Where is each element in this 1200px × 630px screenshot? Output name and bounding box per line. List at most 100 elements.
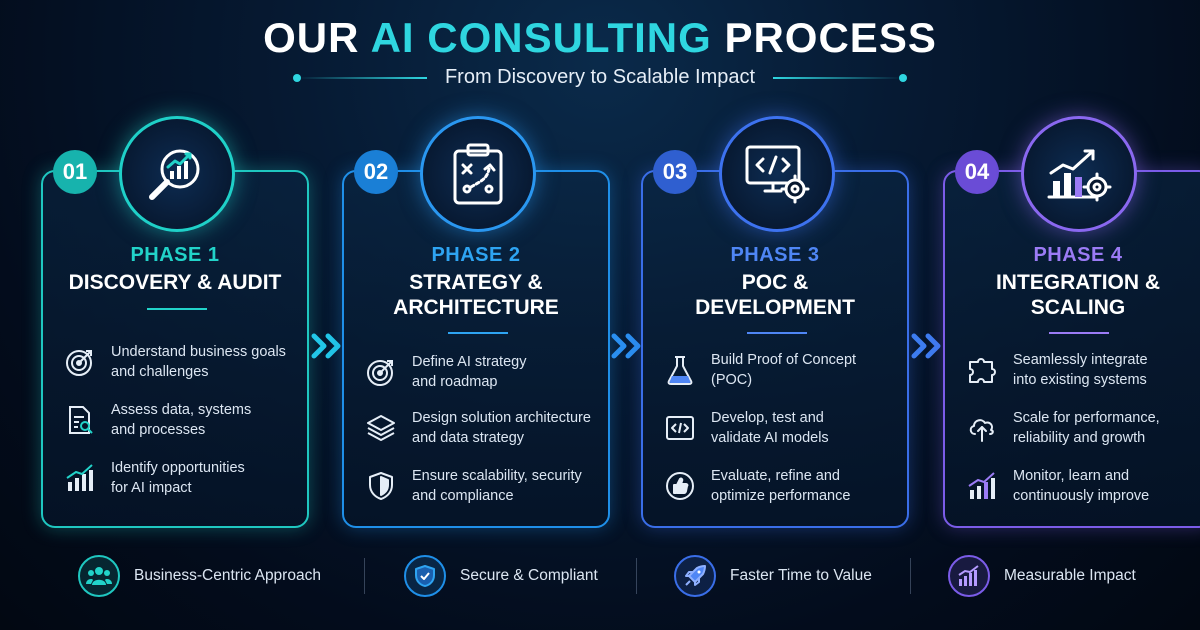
- list-item: Develop, test and validate AI models: [663, 408, 903, 448]
- item-text-line2: optimize performance: [711, 488, 851, 504]
- target-icon: [364, 355, 398, 389]
- document-search-icon: [63, 403, 97, 437]
- footer-badge-secure: Secure & Compliant: [404, 548, 598, 604]
- phase-title-line1: STRATEGY &: [409, 271, 543, 294]
- list-item: Build Proof of Concept (POC): [663, 350, 903, 390]
- page-subtitle: From Discovery to Scalable Impact: [444, 66, 756, 88]
- bar-chart-growth-icon: [965, 469, 999, 503]
- phase-number-badge: 04: [955, 150, 999, 194]
- list-item: Scale for performance, reliability and gr…: [965, 408, 1200, 448]
- growth-gear-icon: [1021, 116, 1137, 232]
- footer-badges: Business-Centric Approach Secure & Compl…: [0, 548, 1200, 604]
- footer-badge-faster: Faster Time to Value: [674, 548, 872, 604]
- phase-title-line2: ARCHITECTURE: [393, 296, 559, 319]
- item-text-line2: reliability and growth: [1013, 430, 1146, 446]
- footer-badge-business: Business-Centric Approach: [78, 548, 321, 604]
- list-item: Understand business goals and challenges: [63, 342, 303, 382]
- phase-divider: [448, 332, 508, 334]
- phase-title: DISCOVERY & AUDIT: [43, 270, 307, 295]
- footer-badge-label: Measurable Impact: [1004, 567, 1136, 584]
- phase-number-badge: 02: [354, 150, 398, 194]
- item-text-line2: for AI impact: [111, 480, 192, 496]
- item-text-line2: validate AI models: [711, 430, 829, 446]
- phase-label: PHASE 1: [130, 244, 220, 266]
- item-text-line1: Understand business goals: [111, 344, 286, 360]
- list-item: Define AI strategy and roadmap: [364, 352, 604, 392]
- footer-divider: [636, 558, 637, 594]
- title-suffix: PROCESS: [711, 14, 937, 61]
- phase-title-line2: DEVELOPMENT: [695, 296, 855, 319]
- item-text-line2: (POC): [711, 372, 753, 388]
- phase-card-3: 03 PHASE 3 POC & DEVELOPMENT Build Proof…: [641, 116, 909, 528]
- item-text-line1: Assess data, systems: [111, 402, 252, 418]
- team-icon: [78, 555, 120, 597]
- phase-title-line1: POC &: [741, 271, 809, 294]
- item-text-line1: Ensure scalability, security: [412, 468, 582, 484]
- list-item: Monitor, learn and continuously improve: [965, 466, 1200, 506]
- footer-badge-label: Business-Centric Approach: [134, 567, 321, 584]
- phase-card-1: 01 PHASE 1 DISCOVERY & AUDIT Understand …: [41, 116, 309, 528]
- item-text-line1: Identify opportunities: [111, 460, 245, 476]
- phase-title-line1: DISCOVERY & AUDIT: [68, 271, 282, 294]
- list-item: Evaluate, refine and optimize performance: [663, 466, 903, 506]
- bar-chart-growth-icon: [63, 461, 97, 495]
- code-icon: [663, 411, 697, 445]
- item-text-line1: Build Proof of Concept: [711, 352, 857, 368]
- puzzle-icon: [965, 353, 999, 387]
- item-text-line2: into existing systems: [1013, 372, 1147, 388]
- code-monitor-gear-icon: [719, 116, 835, 232]
- item-text-line1: Evaluate, refine and: [711, 468, 840, 484]
- item-text-line2: and challenges: [111, 364, 209, 380]
- item-text-line1: Define AI strategy: [412, 354, 527, 370]
- item-text-line1: Develop, test and: [711, 410, 824, 426]
- phase-card-2: 02 PHASE 2 STRATEGY & ARCHITECTURE Defin…: [342, 116, 610, 528]
- growth-chart-icon: [948, 555, 990, 597]
- phase-card-4: 04 PHASE 4 INTEGRATION & SCALING Seamles…: [943, 116, 1200, 528]
- list-item: Assess data, systems and processes: [63, 400, 303, 440]
- footer-divider: [910, 558, 911, 594]
- phase-label: PHASE 3: [730, 244, 820, 266]
- phase-label: PHASE 4: [1033, 244, 1123, 266]
- flask-icon: [663, 353, 697, 387]
- footer-badge-label: Secure & Compliant: [460, 567, 598, 584]
- title-prefix: OUR: [263, 14, 371, 61]
- chevron-right-icon: [908, 330, 948, 362]
- item-text-line2: continuously improve: [1013, 488, 1150, 504]
- footer-badge-impact: Measurable Impact: [948, 548, 1136, 604]
- item-text-line2: and processes: [111, 422, 206, 438]
- item-text-line1: Scale for performance,: [1013, 410, 1160, 426]
- footer-badge-label: Faster Time to Value: [730, 567, 872, 584]
- shield-check-icon: [404, 555, 446, 597]
- list-item: Identify opportunities for AI impact: [63, 458, 303, 498]
- cloud-upload-icon: [965, 411, 999, 445]
- list-item: Seamlessly integrate into existing system…: [965, 350, 1200, 390]
- subtitle-line-right: [773, 73, 908, 82]
- chevron-right-icon: [608, 330, 648, 362]
- phase-divider: [147, 308, 207, 310]
- phase-title-line1: INTEGRATION &: [995, 271, 1161, 294]
- target-icon: [63, 345, 97, 379]
- phase-divider: [747, 332, 807, 334]
- subtitle-line-left: [292, 73, 427, 82]
- phase-title-line2: SCALING: [1030, 296, 1126, 319]
- footer-divider: [364, 558, 365, 594]
- strategy-clipboard-icon: [420, 116, 536, 232]
- layers-icon: [364, 411, 398, 445]
- list-item: Ensure scalability, security and complian…: [364, 466, 604, 506]
- shield-icon: [364, 469, 398, 503]
- item-text-line1: Design solution architecture: [412, 410, 591, 426]
- item-text-line1: Monitor, learn and: [1013, 468, 1130, 484]
- rocket-icon: [674, 555, 716, 597]
- magnifier-chart-icon: [119, 116, 235, 232]
- phase-title: INTEGRATION & SCALING: [945, 270, 1200, 320]
- item-text-line1: Seamlessly integrate: [1013, 352, 1148, 368]
- item-text-line2: and roadmap: [412, 374, 498, 390]
- thumbs-up-icon: [663, 469, 697, 503]
- phase-number-badge: 03: [653, 150, 697, 194]
- phase-title: STRATEGY & ARCHITECTURE: [344, 270, 608, 320]
- subtitle-row: From Discovery to Scalable Impact: [0, 66, 1200, 89]
- phase-divider: [1049, 332, 1109, 334]
- item-text-line2: and compliance: [412, 488, 514, 504]
- phase-label: PHASE 2: [431, 244, 521, 266]
